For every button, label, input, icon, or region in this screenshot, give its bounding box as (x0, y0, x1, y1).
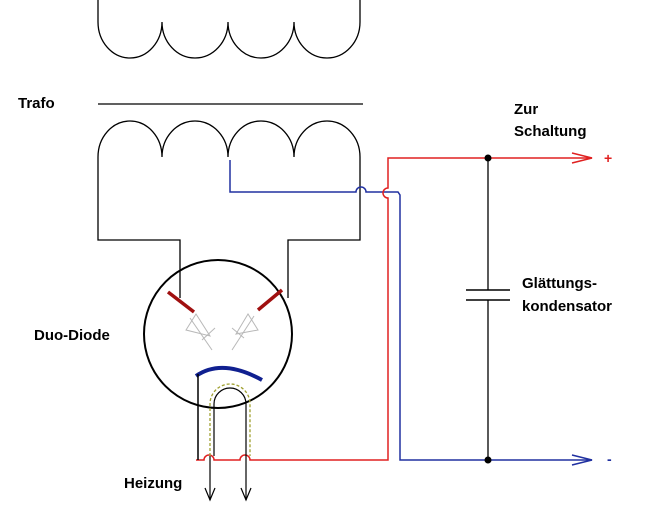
plus-sign: + (604, 150, 613, 166)
cathode (194, 365, 263, 382)
capacitor-label-line1: Glättungs- (522, 275, 597, 292)
anode-left (166, 290, 196, 314)
trafo-label: Trafo (18, 95, 55, 112)
wire-left-anode (97, 190, 181, 290)
minus-sign: - (607, 451, 612, 467)
wire-right-anode (287, 190, 361, 290)
heater-filament (209, 383, 251, 456)
capacitor-label-line2: kondensator (522, 298, 613, 315)
primary-winding (97, 0, 361, 59)
positive-wire (196, 157, 574, 461)
diode-symbol-right (231, 313, 259, 351)
circuit-label-line2: Schaltung (514, 123, 587, 140)
circuit-label-line1: Zur (514, 101, 539, 118)
anode-right (256, 288, 284, 312)
negative-wire (229, 160, 574, 461)
heater-label: Heizung (124, 475, 183, 492)
heater-arrow-right (240, 487, 252, 502)
tube-label: Duo-Diode (34, 327, 110, 344)
diode-symbol-left (185, 313, 216, 351)
secondary-winding (97, 120, 361, 190)
tube-envelope (143, 259, 293, 409)
heater-arrow-left (204, 487, 216, 502)
